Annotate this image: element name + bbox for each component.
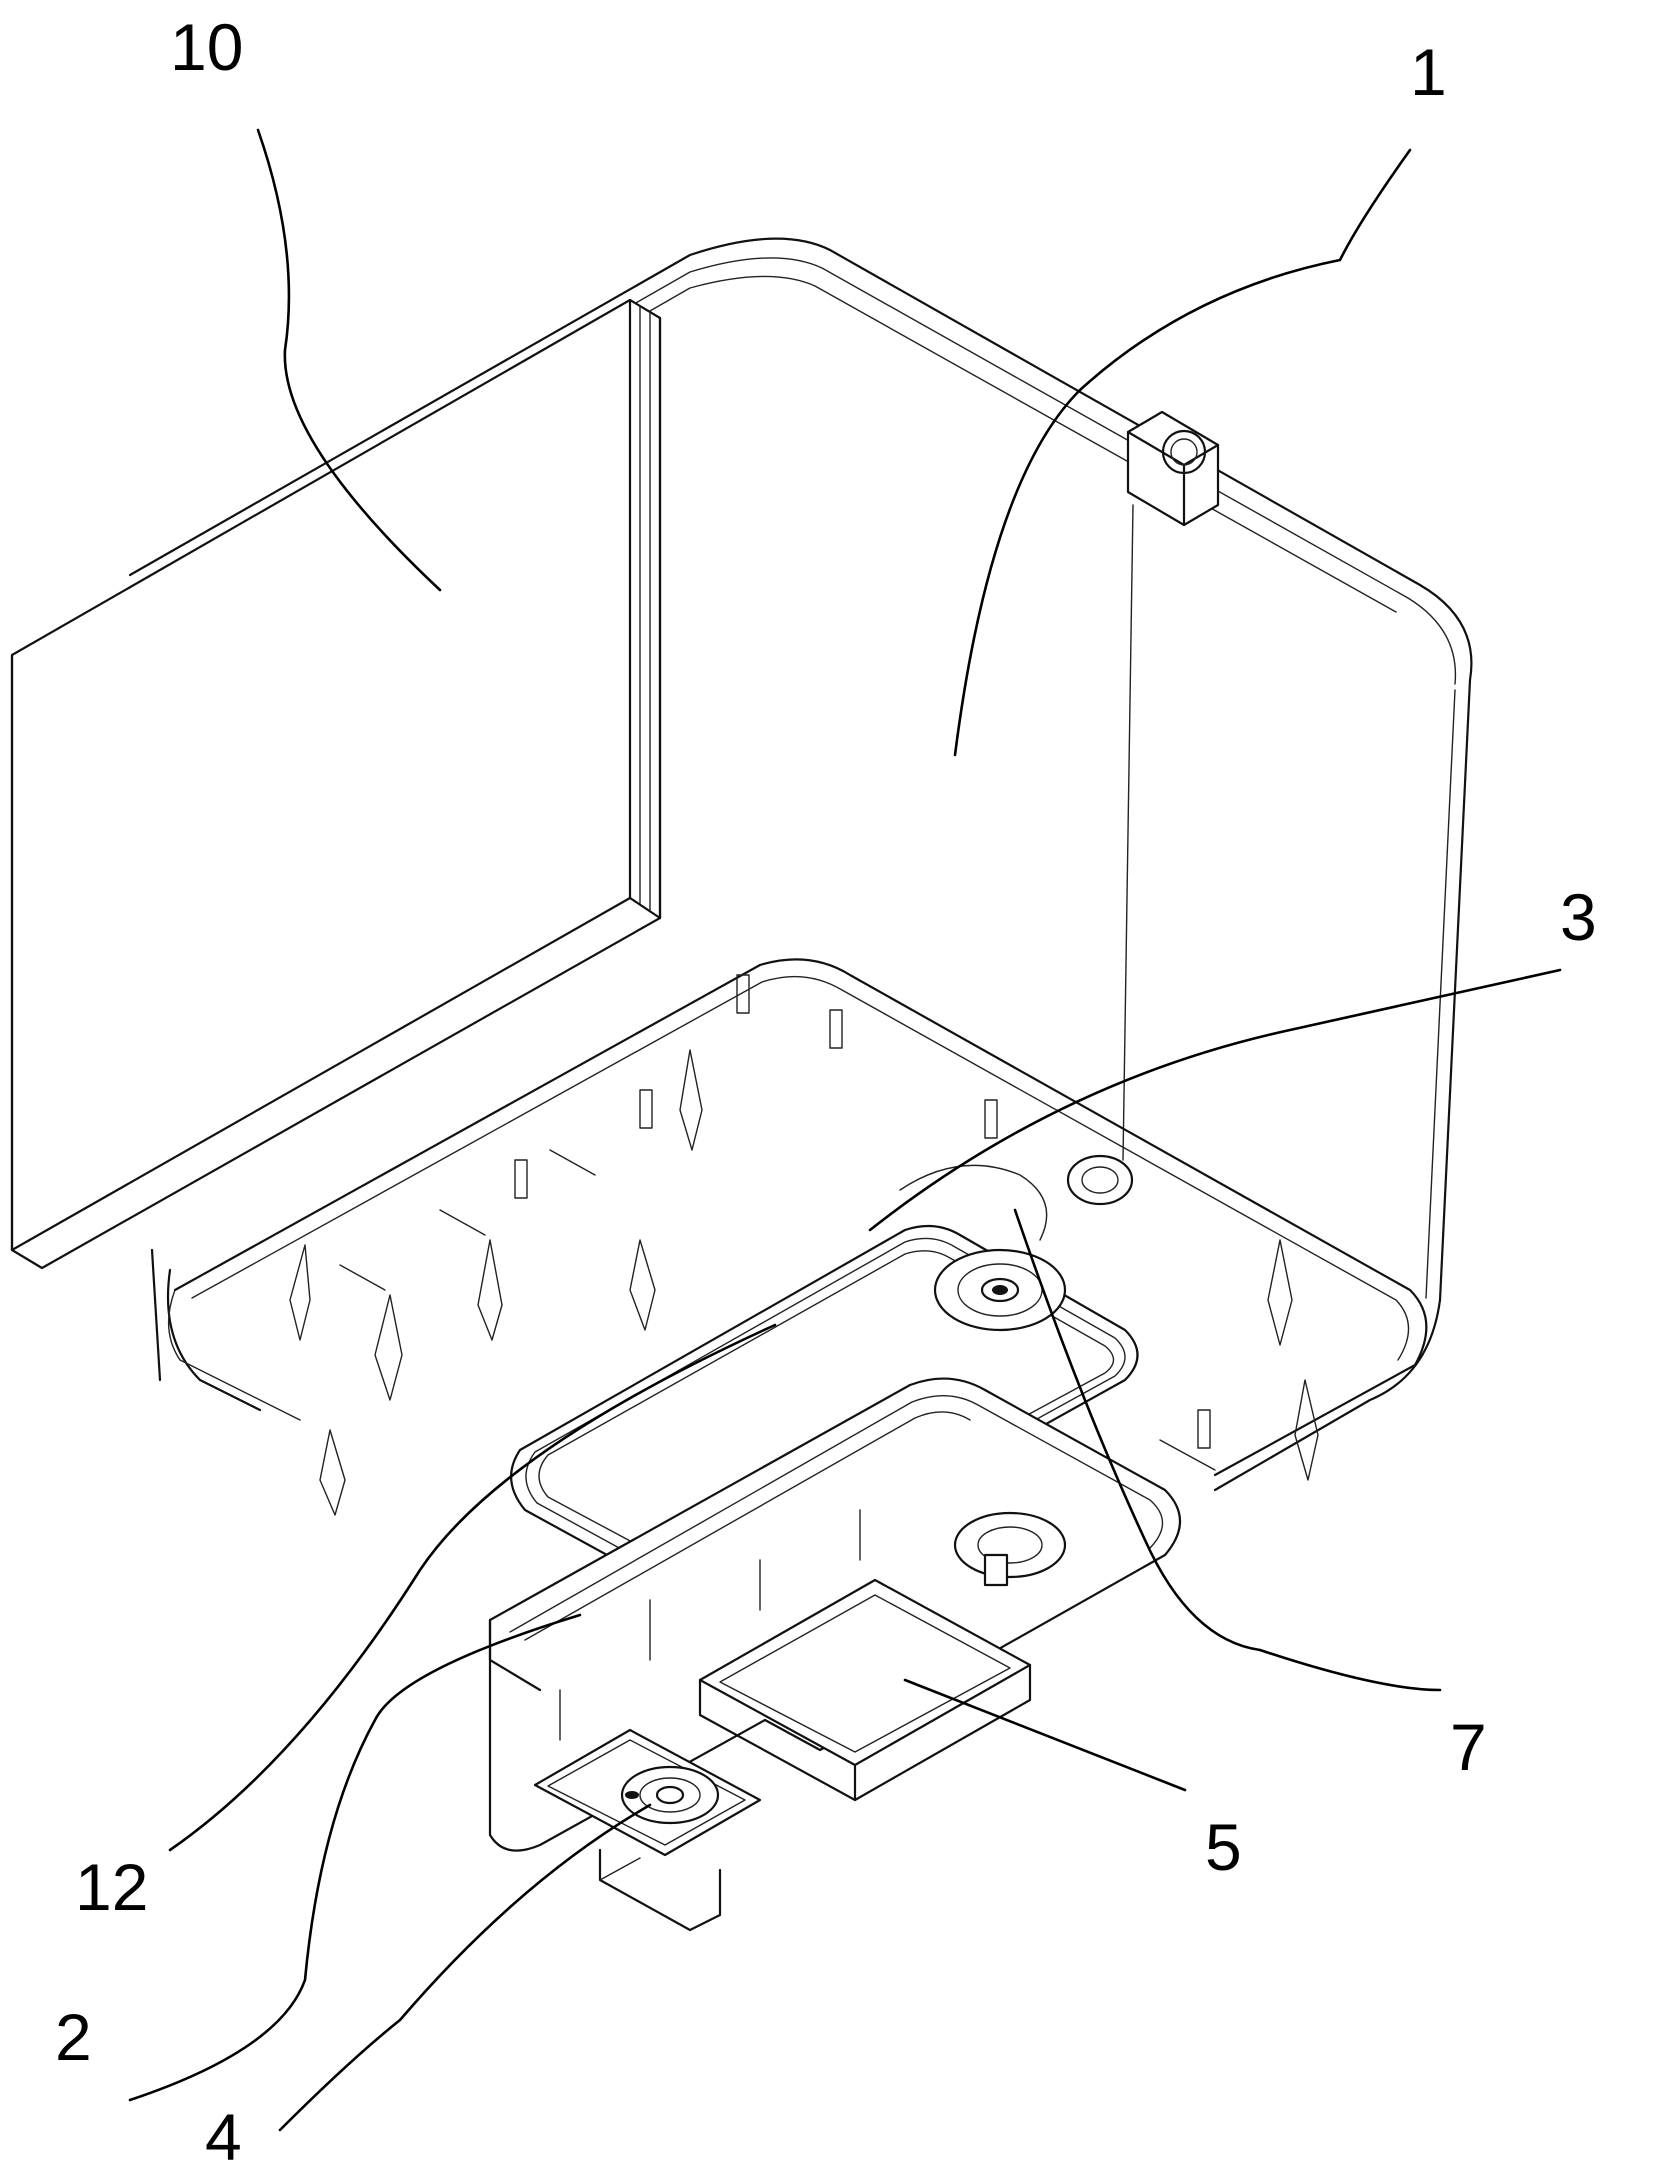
side-panel [12,300,660,1268]
leader-4 [280,1805,650,2130]
callout-3: 3 [1560,880,1597,954]
leader-5 [905,1680,1185,1790]
leader-lines [130,130,1560,2130]
callout-4: 4 [205,2100,242,2172]
callout-12: 12 [75,1850,148,1924]
callout-1: 1 [1410,35,1447,109]
callout-10: 10 [170,10,243,84]
callout-7: 7 [1450,1710,1487,1784]
rim-bracket [1128,412,1218,525]
internal-ribs [290,975,1318,1515]
callout-5: 5 [1205,1810,1242,1884]
callout-2: 2 [55,2000,92,2074]
leader-3 [870,970,1560,1230]
